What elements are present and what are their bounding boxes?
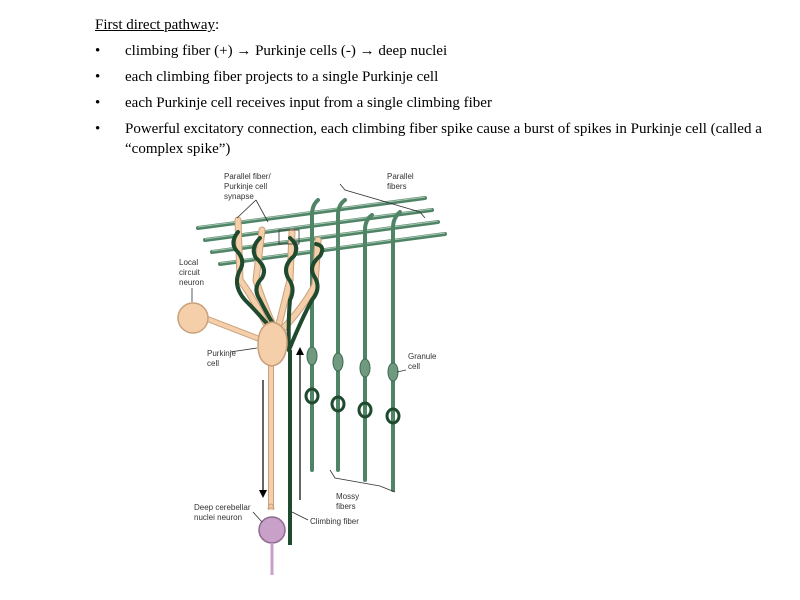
granule-cells (306, 346, 399, 382)
label-climbing-fiber: Climbing fiber (310, 517, 359, 526)
label-deep-nuclei: Deep cerebellar nuclei neuron (194, 503, 253, 522)
bullet-item: • climbing fiber (+) → Purkinje cells (-)… (95, 38, 775, 64)
bullet-text: each climbing fiber projects to a single… (125, 69, 439, 85)
bullet-item: • each Purkinje cell receives input from … (95, 90, 775, 116)
label-pf-synapse: Parallel fiber/ Purkinje cell synapse (224, 172, 273, 201)
bullet-dot: • (95, 95, 101, 111)
signal-arrows (262, 352, 301, 500)
climbing-fiber-branches (231, 230, 325, 352)
bullet-text: Powerful excitatory connection, each cli… (125, 121, 762, 157)
bullet-text: each Purkinje cell receives input from a… (125, 95, 492, 111)
bullet-dot: • (95, 121, 101, 137)
heading-line: First direct pathway: (95, 12, 775, 38)
slide-heading: First direct pathway (95, 17, 215, 33)
heading-colon: : (214, 17, 220, 33)
label-granule-cell: Granule cell (408, 352, 439, 371)
mossy-fiber-terminals (304, 387, 401, 425)
bullet-text: climbing fiber (+) → Purkinje cells (-) … (125, 43, 448, 59)
bullet-dot: • (95, 69, 101, 85)
local-circuit-neuron (177, 302, 209, 334)
granule-cell-axons (310, 198, 402, 492)
bullet-item: • each climbing fiber projects to a singl… (95, 64, 775, 90)
label-parallel-fibers: Parallel fibers (387, 172, 416, 191)
label-purkinje-cell: Purkinje cell (207, 349, 238, 368)
bullet-list: • climbing fiber (+) → Purkinje cells (-)… (95, 38, 775, 159)
purkinje-soma (257, 321, 288, 367)
down-arrow-head (259, 490, 267, 498)
label-mossy-fibers: Mossy fibers (336, 492, 361, 511)
up-arrow-head (296, 347, 304, 355)
deep-nuclei-neuron (258, 516, 286, 544)
bullet-dot: • (95, 43, 101, 59)
slide-text: First direct pathway: • climbing fiber (+… (95, 12, 775, 159)
bullet-item: • Powerful excitatory connection, each cl… (95, 116, 775, 159)
label-local-circuit-neuron: Local circuit neuron (179, 258, 204, 287)
